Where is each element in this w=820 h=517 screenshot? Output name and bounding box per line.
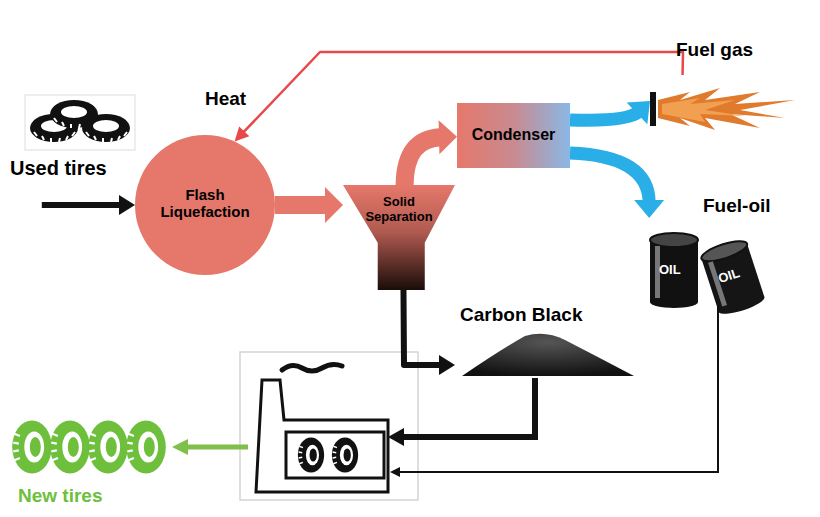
connector-line xyxy=(403,290,441,365)
image-node: Fuel gas xyxy=(650,75,805,140)
flow-connector xyxy=(405,120,457,185)
flow-line xyxy=(402,378,535,437)
flame-shape xyxy=(658,88,795,130)
image-frame xyxy=(25,95,135,150)
arrow-head xyxy=(172,439,188,455)
connector-line xyxy=(405,137,442,185)
connector-line xyxy=(570,112,639,121)
tire-icon xyxy=(126,421,166,474)
node-text: New tires xyxy=(18,485,168,507)
node-text: Fuel gas xyxy=(676,39,806,61)
flow-connector xyxy=(570,101,650,124)
image-node: Carbon Black xyxy=(455,330,635,380)
barrel-label: OIL xyxy=(659,262,681,277)
image-frame xyxy=(650,75,805,140)
node-text: Solid Separation xyxy=(359,195,439,225)
carbon-pile xyxy=(462,334,634,376)
tire-icon xyxy=(332,437,358,472)
arrow-head xyxy=(388,428,404,446)
arrow-head xyxy=(235,127,250,142)
tire-icon xyxy=(298,437,324,472)
arrow-head xyxy=(325,187,343,223)
barrel-top xyxy=(650,233,698,247)
flame-shape xyxy=(662,98,745,122)
barrel-body xyxy=(650,240,698,302)
flow-connector xyxy=(42,195,135,215)
tire-icon xyxy=(50,421,90,474)
arrow-head xyxy=(439,120,457,154)
connector-line xyxy=(275,196,328,214)
node-text: Flash Liquefaction xyxy=(150,186,260,221)
edge-label: Heat xyxy=(205,88,246,110)
node-text: Used tires xyxy=(10,157,138,180)
node-text: Fuel-oil xyxy=(703,195,793,217)
condenser-box: Condenser xyxy=(457,103,570,168)
arrow-head xyxy=(390,467,400,477)
arrow-head xyxy=(627,101,650,124)
flow-connector xyxy=(275,187,343,223)
image-node: Used tires xyxy=(8,95,138,205)
smoke-squiggle xyxy=(282,364,342,371)
burner-bar xyxy=(650,92,656,126)
factory-frame xyxy=(240,352,418,500)
flow-connector xyxy=(570,153,664,218)
tire-icon xyxy=(82,114,130,142)
tire-icon xyxy=(12,421,52,474)
flow-connector xyxy=(403,290,455,375)
separator-funnel: Solid Separation xyxy=(343,185,455,290)
arrow-head xyxy=(439,355,455,375)
image-node: Fuel-oil xyxy=(635,218,777,306)
image-node: New tires xyxy=(8,415,173,510)
node-text: Condenser xyxy=(457,126,570,144)
barrel-top xyxy=(699,237,749,265)
flow-line xyxy=(398,305,718,472)
tire-icon xyxy=(88,421,128,474)
node-text: Carbon Black xyxy=(460,304,635,326)
process-circle: Flash Liquefaction xyxy=(135,135,275,275)
connector-line xyxy=(570,153,649,203)
flow-line xyxy=(186,445,248,450)
factory-window xyxy=(286,432,384,478)
factory-outline xyxy=(256,380,388,492)
connector-line xyxy=(42,202,122,208)
arrow-head xyxy=(634,200,664,218)
funnel-shape xyxy=(343,185,455,290)
arrow-head xyxy=(119,195,135,215)
